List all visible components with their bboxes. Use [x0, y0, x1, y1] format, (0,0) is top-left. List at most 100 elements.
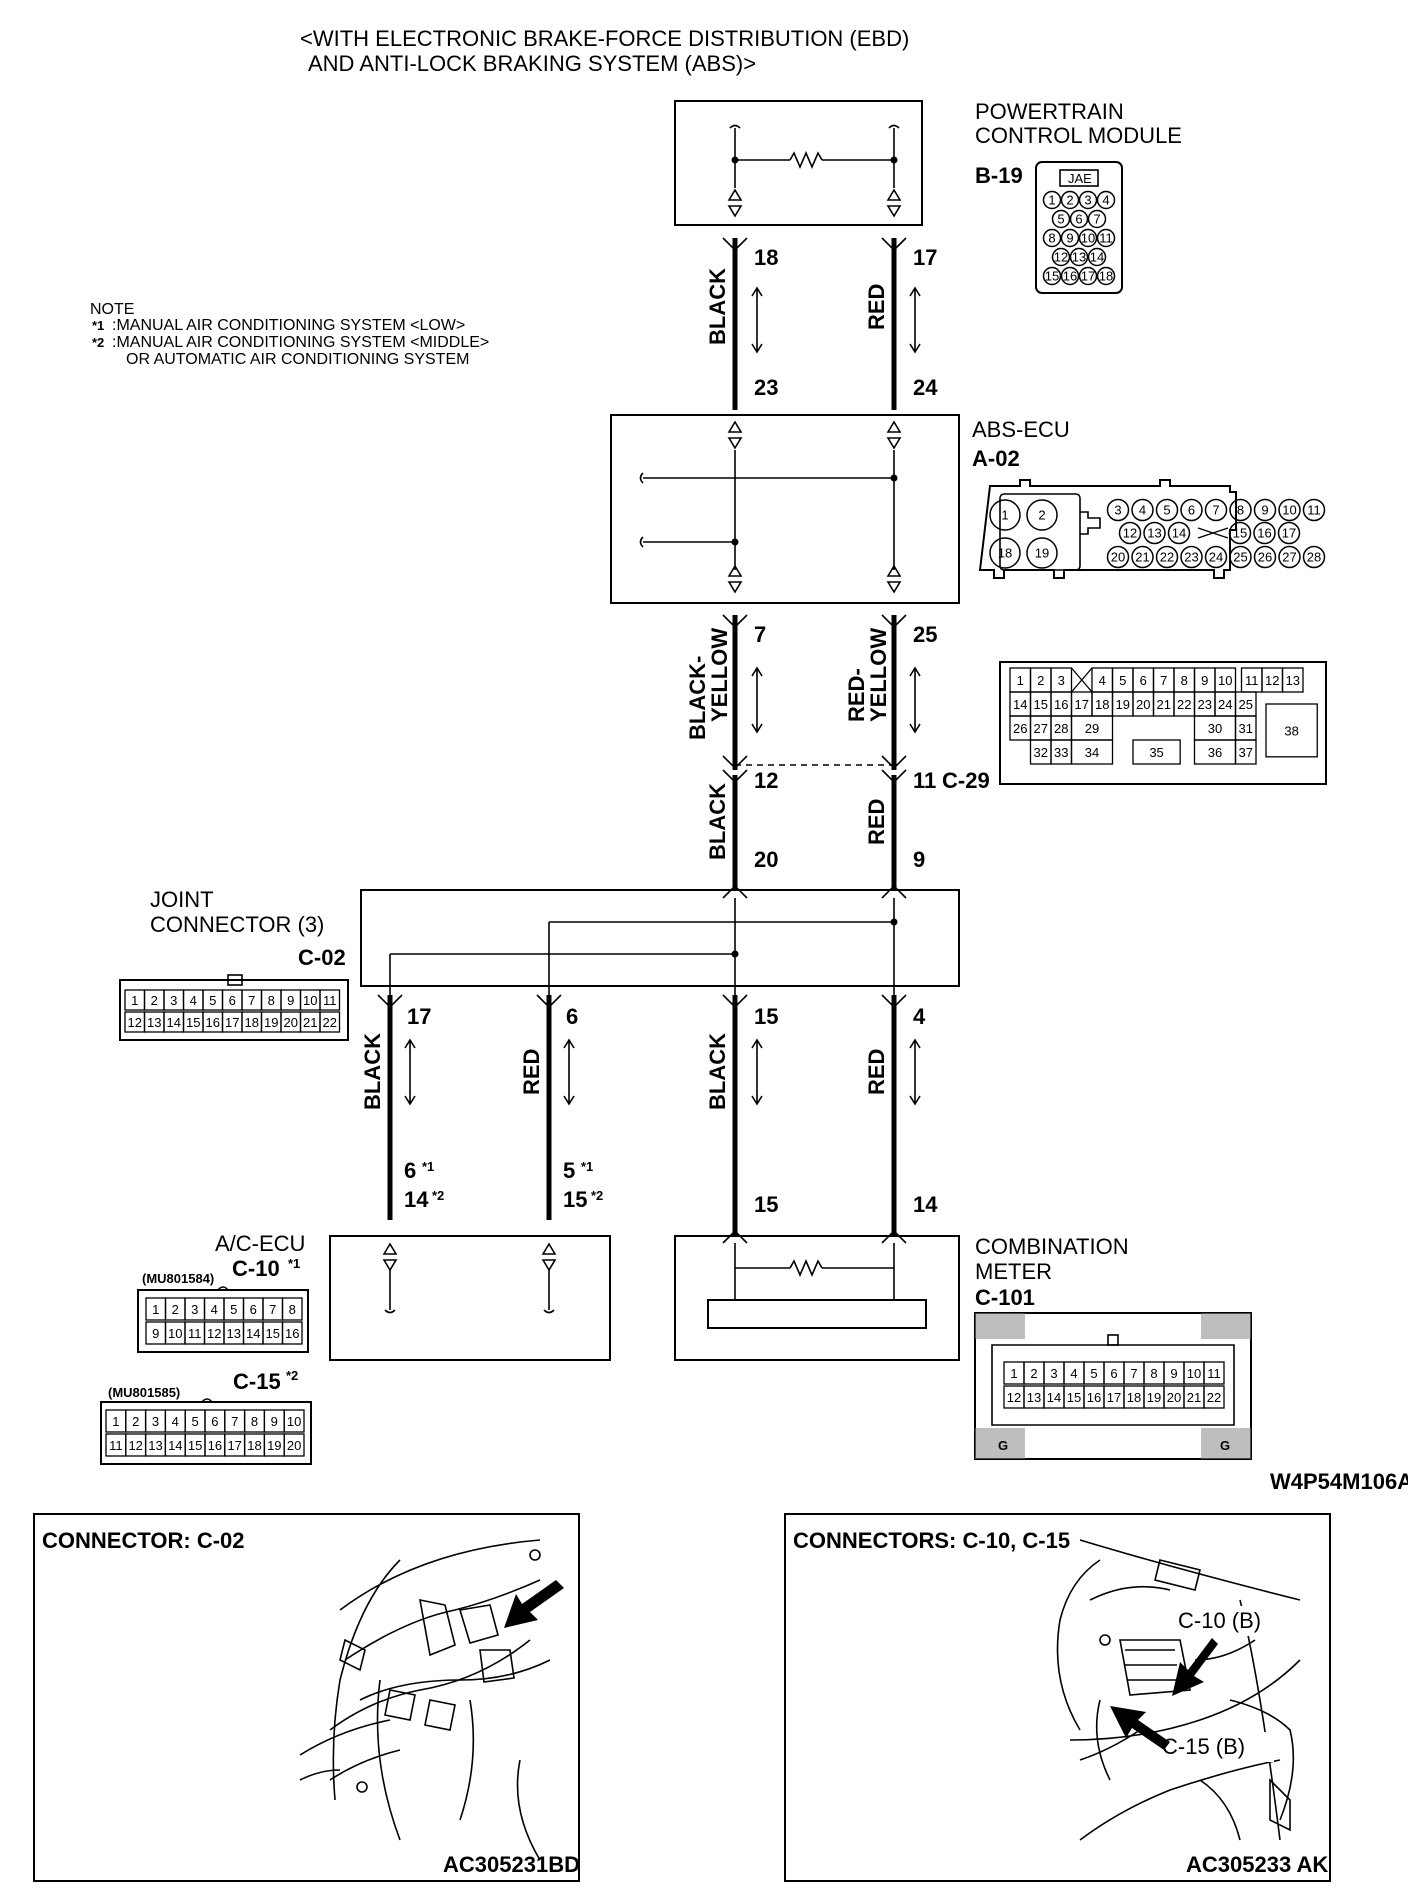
pin-label-joint-6: 6: [566, 1004, 578, 1029]
abs-pin-11-label: 11: [1307, 503, 1321, 518]
c29-pin-19-label: 19: [1116, 697, 1130, 712]
c29-pin-28-label: 28: [1054, 721, 1068, 736]
meter-pin-2-label: 2: [1030, 1366, 1037, 1381]
acecu-pin-15-label: 15: [266, 1326, 280, 1341]
abs-pin-11: [1302, 498, 1326, 522]
meter-pin-13-label: 13: [1027, 1390, 1041, 1405]
meter-g-right: G: [1220, 1438, 1230, 1453]
note-mark-1: *1: [92, 318, 104, 333]
pin-label-ac-15: 15: [563, 1187, 587, 1212]
abs-pin-6: [1180, 498, 1203, 522]
pcm-pin-2-label: 2: [1066, 193, 1073, 208]
meter-pin-7-label: 7: [1130, 1366, 1137, 1381]
acecu-pin-14-label: 14: [246, 1326, 260, 1341]
ac-ecu-code: C-10: [232, 1256, 280, 1281]
pcm-pin-8: [1042, 228, 1062, 248]
meter-pin-21-label: 21: [1187, 1390, 1201, 1405]
c15-pin-19-label: 19: [267, 1438, 281, 1453]
note-text-2-cont: OR AUTOMATIC AIR CONDITIONING SYSTEM: [126, 351, 469, 368]
abs-pin-7: [1204, 498, 1228, 522]
abs-pin-8: [1229, 498, 1252, 522]
meter-box: [674, 1235, 960, 1361]
abs-pin-8-label: 8: [1237, 503, 1244, 518]
pin-label-11: 11: [913, 768, 936, 793]
abs-pin-25-label: 25: [1233, 550, 1247, 565]
joint-pin-2-label: 2: [151, 993, 158, 1008]
photo-right-code: AC305233 AK: [1186, 1852, 1328, 1877]
acecu-pin-2-label: 2: [172, 1302, 179, 1317]
c29-pin-33-label: 33: [1054, 745, 1068, 760]
meter-name-1: COMBINATION: [975, 1234, 1129, 1259]
acecu-pin-16-label: 16: [285, 1326, 299, 1341]
meter-pin-19-label: 19: [1147, 1390, 1161, 1405]
c29-pin-4-label: 4: [1099, 673, 1106, 688]
c29-pin-3-label: 3: [1058, 673, 1065, 688]
joint-pin-18-label: 18: [245, 1015, 259, 1030]
c29-pin-36-label: 36: [1208, 745, 1222, 760]
meter-pin-18-label: 18: [1127, 1390, 1141, 1405]
photo-left-title: CONNECTOR: C-02: [42, 1528, 245, 1553]
meter-code: C-101: [975, 1285, 1035, 1310]
c15-pin-3-label: 3: [152, 1414, 159, 1429]
abs-ecu-code: A-02: [972, 446, 1020, 471]
c29-pin-5-label: 5: [1119, 673, 1126, 688]
joint-pin-4-label: 4: [190, 993, 197, 1008]
wire-color-black-1: BLACK: [705, 268, 730, 345]
meter-pin-22: [1203, 1385, 1225, 1409]
c15-pin-10: [283, 1409, 305, 1433]
pcm-pin-14: [1087, 247, 1107, 267]
pcm-pin-13-label: 13: [1072, 250, 1086, 265]
joint-pin-16-label: 16: [206, 1015, 220, 1030]
abs-pin-13: [1143, 521, 1166, 545]
c29-pin-35: [1132, 739, 1181, 765]
acecu-pin-4-label: 4: [211, 1302, 218, 1317]
abs-ecu-module: [610, 414, 960, 604]
abs-pin-3-label: 3: [1114, 503, 1121, 518]
c29-pin-15-label: 15: [1034, 697, 1048, 712]
c29-pin-37: [1234, 739, 1257, 765]
c29-pin-7-label: 7: [1160, 673, 1167, 688]
joint-pin-19-label: 19: [264, 1015, 278, 1030]
acecu-pin-9-label: 9: [152, 1326, 159, 1341]
c15-mark: *2: [286, 1368, 298, 1383]
abs-pin-16: [1253, 521, 1276, 545]
abs-pin-28-label: 28: [1307, 550, 1321, 565]
joint-pin-11: [319, 989, 341, 1011]
combination-meter-module: [674, 1235, 960, 1361]
joint-pin-3-label: 3: [170, 993, 177, 1008]
abs-connector-blank-mark: [1197, 527, 1229, 539]
c29-pin-35-label: 35: [1149, 745, 1163, 760]
c15-pin-20-label: 20: [287, 1438, 301, 1453]
pin-mark-ac-15: *2: [591, 1188, 603, 1203]
c29-pin-11-label: 11: [1245, 673, 1259, 688]
c29-pin-38: [1265, 703, 1318, 758]
ac-ecu-name: A/C-ECU: [215, 1231, 305, 1256]
meter-pin-5-label: 5: [1090, 1366, 1097, 1381]
acecu-pin-13-label: 13: [227, 1326, 241, 1341]
c29-pin-20-label: 20: [1136, 697, 1150, 712]
wire-color-black-4: BLACK: [705, 1033, 730, 1110]
pcm-pin-9-label: 9: [1066, 231, 1073, 246]
c29-pin-14-label: 14: [1013, 697, 1027, 712]
pin-label-25: 25: [913, 622, 937, 647]
c15-pin-6-label: 6: [211, 1414, 218, 1429]
joint-pin-14-label: 14: [167, 1015, 181, 1030]
pcm-pin-15-label: 15: [1045, 269, 1059, 284]
abs-ecu-name: ABS-ECU: [972, 417, 1070, 442]
pin-mark-ac-14: *2: [432, 1188, 444, 1203]
c15-code: C-15: [233, 1369, 281, 1394]
c15-pin-20: [283, 1433, 305, 1457]
meter-pin-11-label: 11: [1207, 1366, 1221, 1381]
acecu-pin-10-label: 10: [168, 1326, 182, 1341]
pin-mark-ac-6: *1: [422, 1159, 434, 1174]
pcm-module: [674, 100, 923, 226]
pin-label-ac-5: 5: [563, 1158, 575, 1183]
pin-label-17: 17: [913, 245, 937, 270]
abs-pin-10-label: 10: [1282, 503, 1296, 518]
meter-pin-14-label: 14: [1047, 1390, 1061, 1405]
abs-pin-18-label: 18: [998, 546, 1012, 561]
pcm-pin-18-label: 18: [1099, 269, 1113, 284]
c29-pin-25-label: 25: [1239, 697, 1253, 712]
abs-pin-20-label: 20: [1111, 550, 1125, 565]
